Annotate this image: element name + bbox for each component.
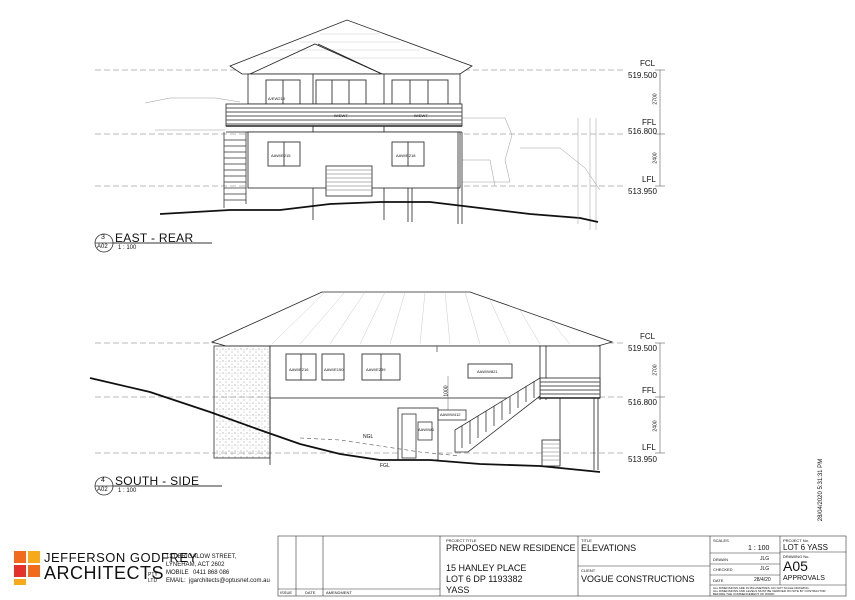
south-drawing-title: SOUTH - SIDE <box>115 474 200 488</box>
firm-logo-mark <box>14 551 40 585</box>
south-fgl-label: FGL <box>380 463 390 469</box>
south-drawing-number: 4 <box>101 477 105 484</box>
south-dim-lower: 2400 <box>652 420 659 432</box>
title-block-frame <box>277 535 847 597</box>
east-drawing-tag <box>94 233 212 253</box>
east-dimension-lines <box>655 69 665 187</box>
firm-mobile-label: MOBILE <box>166 570 189 576</box>
client-label: CLIENT <box>581 568 596 573</box>
drawing-no: A05 <box>783 558 808 574</box>
firm-email-label: EMAIL: <box>166 578 186 584</box>
south-retaining-wall <box>213 345 271 459</box>
east-lower-windows <box>267 141 425 167</box>
sheet-title: ELEVATIONS <box>581 543 637 553</box>
firm-name-line2: ARCHITECTS <box>44 563 165 583</box>
east-dim-lower: 2400 <box>652 152 659 164</box>
east-lfl-value: 513.950 <box>628 187 657 196</box>
rev-header-date: DATE <box>305 590 316 595</box>
east-window-tag: AAW/E215 <box>271 153 291 158</box>
east-lfl-tag: LFL <box>642 175 656 184</box>
project-no-label: PROJECT No. <box>783 538 809 543</box>
east-ffl-value: 516.800 <box>628 127 657 136</box>
south-window-tag: AAW/W1 <box>418 427 435 432</box>
drawing-no-label: DRAWING No. <box>783 554 810 559</box>
south-dim-upper: 2700 <box>652 364 659 376</box>
south-dimension-lines <box>655 342 665 454</box>
project-no: LOT 6 YASS <box>783 543 828 552</box>
east-fcl-value: 519.500 <box>628 71 657 80</box>
south-elevation <box>89 291 665 473</box>
project-title-label: PROJECT TITLE <box>446 538 477 543</box>
rev-header-issue: ISSUE <box>280 590 293 595</box>
south-lfl-tag: LFL <box>642 443 656 452</box>
east-sheet-ref: A02 <box>97 244 108 250</box>
general-note: ALL DIMENSIONS ARE IN MILLIMETRES. DO NO… <box>713 586 810 590</box>
sheet-title-label: TITLE <box>581 538 592 543</box>
date-label: DATE <box>713 578 724 583</box>
east-window-tag: AAW/E218 <box>396 153 416 158</box>
drawn-label: DRAWN <box>713 557 728 562</box>
checked-value: JLG <box>760 566 770 572</box>
south-stair <box>454 377 541 453</box>
east-dim-upper: 2700 <box>652 93 659 105</box>
east-window-tag: W/EW7 <box>414 113 428 118</box>
south-lfl-value: 513.950 <box>628 455 657 464</box>
south-balustrade <box>539 377 601 399</box>
firm-name-line1: JEFFERSON GODFREY <box>44 550 198 565</box>
east-roller-door <box>325 165 373 197</box>
east-drawing-scale: 1 : 100 <box>118 245 137 251</box>
south-fcl-value: 519.500 <box>628 344 657 353</box>
south-dim-sill: 1000 <box>443 385 450 397</box>
south-window-tag: AAW/W412 <box>440 412 461 417</box>
east-stair <box>223 132 247 208</box>
firm-email: jgarchitects@optusnet.com.au <box>189 578 270 584</box>
drawn-value: JLG <box>760 556 770 562</box>
east-drawing-title: EAST - REAR <box>115 231 194 245</box>
south-ffl-value: 516.800 <box>628 398 657 407</box>
south-ngl-label: NGL <box>363 434 374 440</box>
south-window-tag: AAW/E150 <box>324 367 344 372</box>
east-terrain-background <box>144 97 601 230</box>
south-windows <box>285 353 513 381</box>
east-window-tag: W/EW7 <box>334 113 348 118</box>
rev-header-amendment: AMENDMENT <box>326 590 352 595</box>
east-fcl-tag: FCL <box>640 59 656 68</box>
east-ground-line <box>159 201 599 223</box>
firm-mobile: 0411 868 086 <box>193 570 230 576</box>
scales-value: 1 : 100 <box>748 545 770 552</box>
general-note: BEFORE THE COMMENCEMENT OF WORK. <box>713 592 776 596</box>
checked-label: CHECKED <box>713 567 733 572</box>
south-drawing-tag <box>94 476 222 496</box>
east-drawing-number: 3 <box>101 234 105 241</box>
status-value: APPROVALS <box>783 575 825 582</box>
south-ffl-tag: FFL <box>642 386 657 395</box>
east-window-tag: A/EW219 <box>268 96 285 101</box>
project-address3: YASS <box>446 585 470 595</box>
date-value: 28/4/20 <box>754 577 771 583</box>
south-roof <box>210 291 614 347</box>
south-window-tag: AAW/E216 <box>289 367 309 372</box>
project-title: PROPOSED NEW RESIDENCE <box>446 543 576 553</box>
east-roof <box>229 19 473 75</box>
south-ground-line <box>89 377 601 473</box>
project-address2: LOT 6 DP 1193382 <box>446 574 523 584</box>
general-note: ALL DIMENSIONS AND LEVELS MUST BE VERIFI… <box>713 589 826 593</box>
south-window-tag: AAW/W821 <box>477 369 498 374</box>
firm-address1: 131 BRIGALOW STREET, <box>166 554 237 560</box>
south-fcl-tag: FCL <box>640 332 656 341</box>
client-name: VOGUE CONSTRUCTIONS <box>581 574 695 584</box>
east-ffl-tag: FFL <box>642 118 657 127</box>
south-natural-ground <box>299 437 461 457</box>
firm-address2: LYNEHAM, ACT 2602 <box>166 562 225 568</box>
firm-suffix: PTY LTD <box>148 572 158 584</box>
scales-label: SCALES <box>713 538 729 543</box>
south-sheet-ref: A02 <box>97 487 108 493</box>
project-address1: 15 HANLEY PLACE <box>446 563 527 573</box>
plot-timestamp: 28/04/2020 5:31:31 PM <box>818 458 825 522</box>
south-drawing-scale: 1 : 100 <box>118 488 137 494</box>
south-window-tag: AAW/E239 <box>366 367 386 372</box>
east-elevation <box>95 19 665 230</box>
